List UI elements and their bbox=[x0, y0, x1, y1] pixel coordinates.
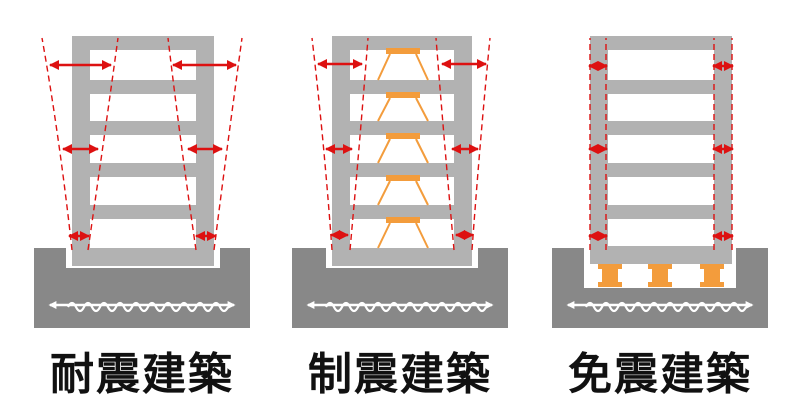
seismic-wave bbox=[67, 301, 229, 313]
seismic-wave bbox=[325, 301, 487, 313]
ground-motion-arrow bbox=[48, 300, 236, 313]
damper bbox=[377, 175, 429, 206]
isolator bbox=[648, 264, 672, 269]
isolator bbox=[700, 264, 724, 269]
ground-motion-arrow bbox=[566, 300, 754, 313]
building-frame bbox=[590, 36, 732, 264]
caption-taishin: 耐震建築 bbox=[50, 349, 234, 400]
displacement-arrows bbox=[49, 60, 237, 241]
isolator bbox=[700, 282, 724, 287]
panel-taishin bbox=[34, 36, 250, 328]
panel-menshin bbox=[552, 36, 768, 328]
caption-menshin: 免震建築 bbox=[568, 349, 752, 400]
isolator bbox=[648, 282, 672, 287]
damper bbox=[377, 48, 429, 81]
displacement-arrows bbox=[317, 59, 487, 240]
isolator bbox=[704, 269, 720, 282]
damper bbox=[377, 217, 429, 249]
seismic-wave bbox=[585, 301, 747, 313]
displacement-arrows bbox=[588, 61, 734, 241]
isolator bbox=[652, 269, 668, 282]
isolator bbox=[598, 264, 622, 269]
damper-devices bbox=[377, 48, 429, 249]
isolation-bearings bbox=[598, 264, 724, 287]
ground-motion-arrow bbox=[306, 300, 494, 313]
isolator bbox=[598, 282, 622, 287]
caption-seishin: 制震建築 bbox=[308, 349, 492, 400]
building-frame bbox=[332, 36, 472, 266]
isolator bbox=[602, 269, 618, 282]
building-frame bbox=[72, 36, 214, 266]
panel-seishin bbox=[292, 36, 508, 328]
damper bbox=[377, 92, 429, 122]
damper bbox=[377, 133, 429, 164]
